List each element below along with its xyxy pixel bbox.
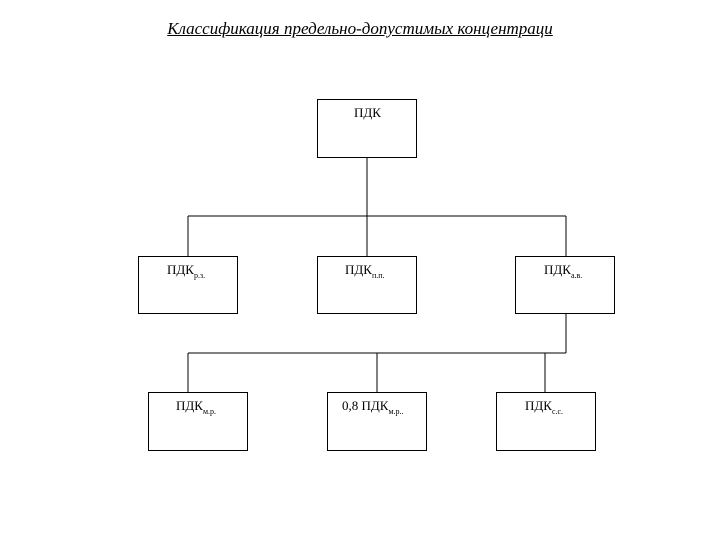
node-pdk-root-label: ПДК	[354, 105, 381, 120]
node-pdk-av-label: ПДКа.в.	[544, 262, 583, 280]
node-pdk-mr: ПДКм.р.	[148, 392, 248, 451]
node-pdk-rz: ПДКр.з.	[138, 256, 238, 314]
page-title: Классификация предельно-допустимых конце…	[167, 19, 553, 38]
node-pdk-pp: ПДКп.п.	[317, 256, 417, 314]
node-pdk-av: ПДКа.в.	[515, 256, 615, 314]
node-pdk-root: ПДК	[317, 99, 417, 158]
node-pdk-ss: ПДКс.с.	[496, 392, 596, 451]
node-08-pdk-mr: 0,8 ПДКм.р..	[327, 392, 427, 451]
node-pdk-ss-label: ПДКс.с.	[525, 398, 564, 416]
node-pdk-rz-label: ПДКр.з.	[167, 262, 206, 280]
node-08-pdk-mr-label: 0,8 ПДКм.р..	[342, 398, 404, 416]
node-pdk-pp-label: ПДКп.п.	[345, 262, 385, 280]
node-pdk-mr-label: ПДКм.р.	[176, 398, 216, 416]
